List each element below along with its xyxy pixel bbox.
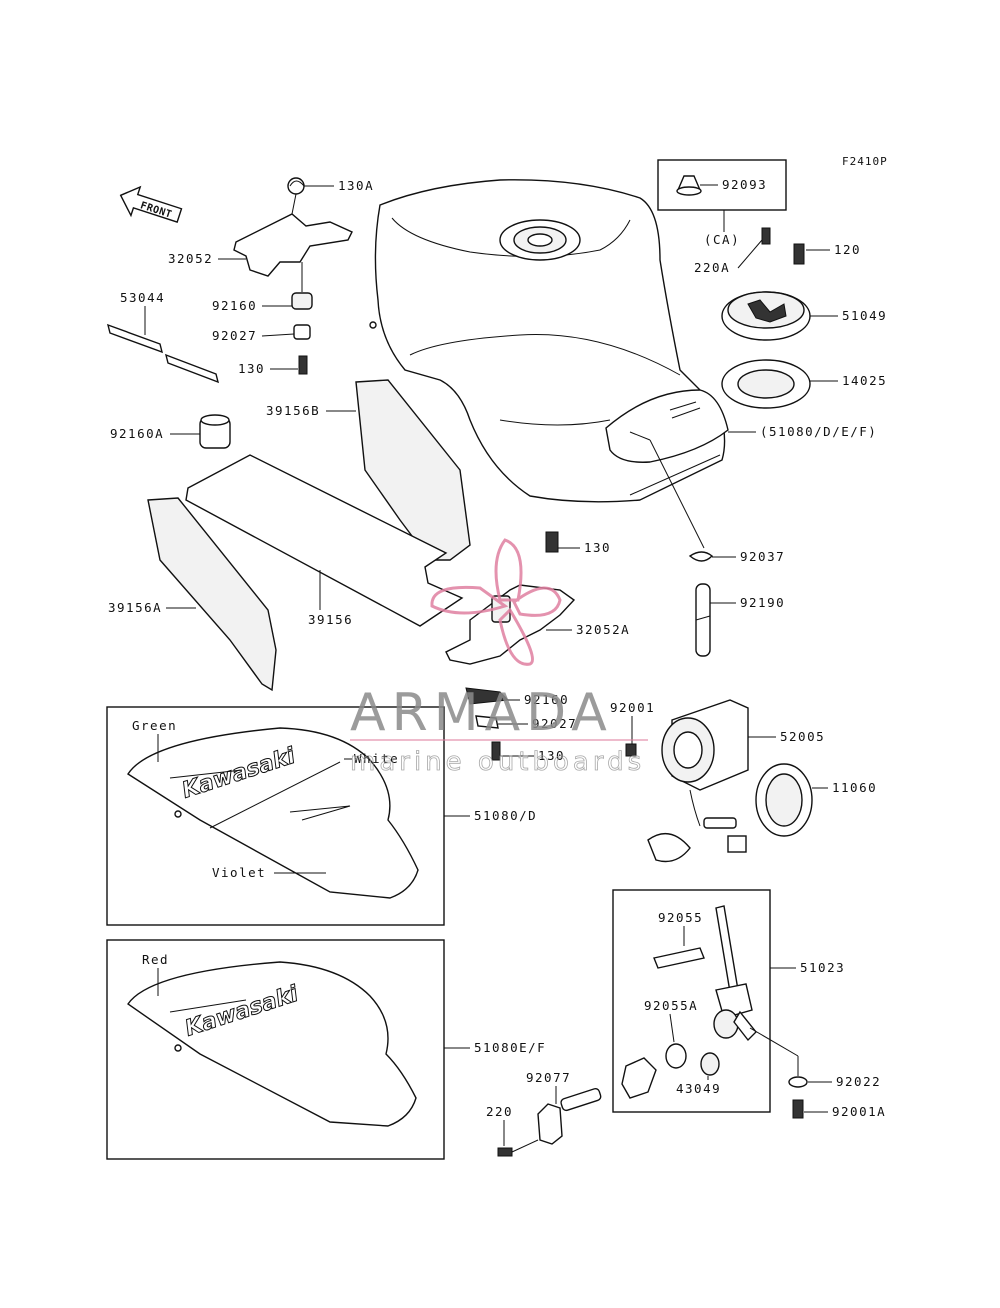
fuel-tap-51023	[713, 905, 757, 1042]
callout-43049: 43049	[676, 1081, 721, 1096]
note-red: Red	[142, 952, 169, 967]
callout-92027-b: 92027	[532, 716, 577, 731]
filter-43049	[700, 1052, 720, 1076]
bracket-32052-assembly	[233, 177, 353, 375]
callout-52005: 52005	[780, 729, 825, 744]
o-ring-92055A	[665, 1043, 687, 1069]
callout-220: 220	[486, 1104, 513, 1119]
callout-92001: 92001	[610, 700, 655, 715]
callout-32052A: 32052A	[576, 622, 630, 637]
note-violet: Violet	[212, 865, 266, 880]
callout-51049: 51049	[842, 308, 887, 323]
front-arrow-icon: FRONT	[119, 185, 183, 223]
tank-cover-variant-d: Kawasaki	[127, 727, 419, 899]
callout-92027: 92027	[212, 328, 257, 343]
variant-box-51080EF	[106, 939, 445, 1160]
callout-92022: 92022	[836, 1074, 881, 1089]
callout-39156B: 39156B	[266, 403, 320, 418]
callout-39156: 39156	[308, 612, 353, 627]
lever-92077	[537, 1057, 657, 1145]
strip-53044	[107, 323, 220, 384]
tank-cover-variant-ef: Kawasaki	[127, 961, 417, 1127]
callout-53044: 53044	[120, 290, 165, 305]
gasket-92055	[653, 947, 705, 969]
tank-cover-51080	[605, 389, 729, 463]
callout-51080EF: 51080E/F	[474, 1040, 546, 1055]
panel-39156A	[147, 497, 277, 692]
propeller-logo-icon	[430, 538, 562, 666]
note-green: Green	[132, 718, 177, 733]
callout-92190: 92190	[740, 595, 785, 610]
hose-92190	[695, 583, 711, 657]
fuel-cap-51049	[721, 291, 811, 341]
callout-51080D: 51080/D	[474, 808, 537, 823]
callout-92093: 92093	[722, 177, 767, 192]
watermark: ARMADA marine outboards	[350, 538, 648, 777]
watermark-tagline: marine outboards	[350, 747, 645, 777]
note-white: White	[354, 751, 399, 766]
callout-92160: 92160	[212, 298, 257, 313]
callout-11060: 11060	[832, 780, 877, 795]
screw-220	[497, 1147, 513, 1157]
callout-130: 130	[238, 361, 265, 376]
bolt-92001A	[792, 1099, 804, 1119]
clip-92037	[688, 551, 714, 562]
callout-92077: 92077	[526, 1070, 571, 1085]
gasket-11060	[755, 763, 813, 837]
callout-ca: (CA)	[704, 232, 740, 247]
callout-220A: 220A	[694, 260, 730, 275]
callout-130A: 130A	[338, 178, 374, 193]
watermark-brand: ARMADA	[350, 683, 613, 743]
screw-220A	[761, 227, 771, 245]
callout-92160-b: 92160	[524, 692, 569, 707]
washer-92022	[788, 1076, 808, 1088]
callout-120: 120	[834, 242, 861, 257]
panel-39156	[185, 454, 464, 627]
callout-51080DEF: (51080/D/E/F)	[760, 424, 877, 439]
callout-130-c: 130	[538, 748, 565, 763]
bracket-32052A-assembly	[445, 531, 576, 761]
bolt-120	[793, 243, 805, 265]
callout-51023: 51023	[800, 960, 845, 975]
callout-92055: 92055	[658, 910, 703, 925]
rubber-92160A	[199, 414, 231, 449]
callout-32052: 32052	[168, 251, 213, 266]
callout-92001A: 92001A	[832, 1104, 886, 1119]
callout-92160A: 92160A	[110, 426, 164, 441]
figure-code: F2410P	[842, 155, 888, 168]
callout-39156A: 39156A	[108, 600, 162, 615]
fuel-tap-box	[612, 889, 771, 1113]
panel-39156B	[355, 379, 471, 561]
fuel-pump-52005	[647, 699, 749, 863]
cap-92093	[676, 175, 702, 196]
ca-option-box	[657, 159, 787, 211]
callout-92037: 92037	[740, 549, 785, 564]
callout-14025: 14025	[842, 373, 887, 388]
callout-130-b: 130	[584, 540, 611, 555]
cap-base-14025	[721, 359, 811, 409]
callout-92055A: 92055A	[644, 998, 698, 1013]
screw-92001	[625, 743, 637, 757]
